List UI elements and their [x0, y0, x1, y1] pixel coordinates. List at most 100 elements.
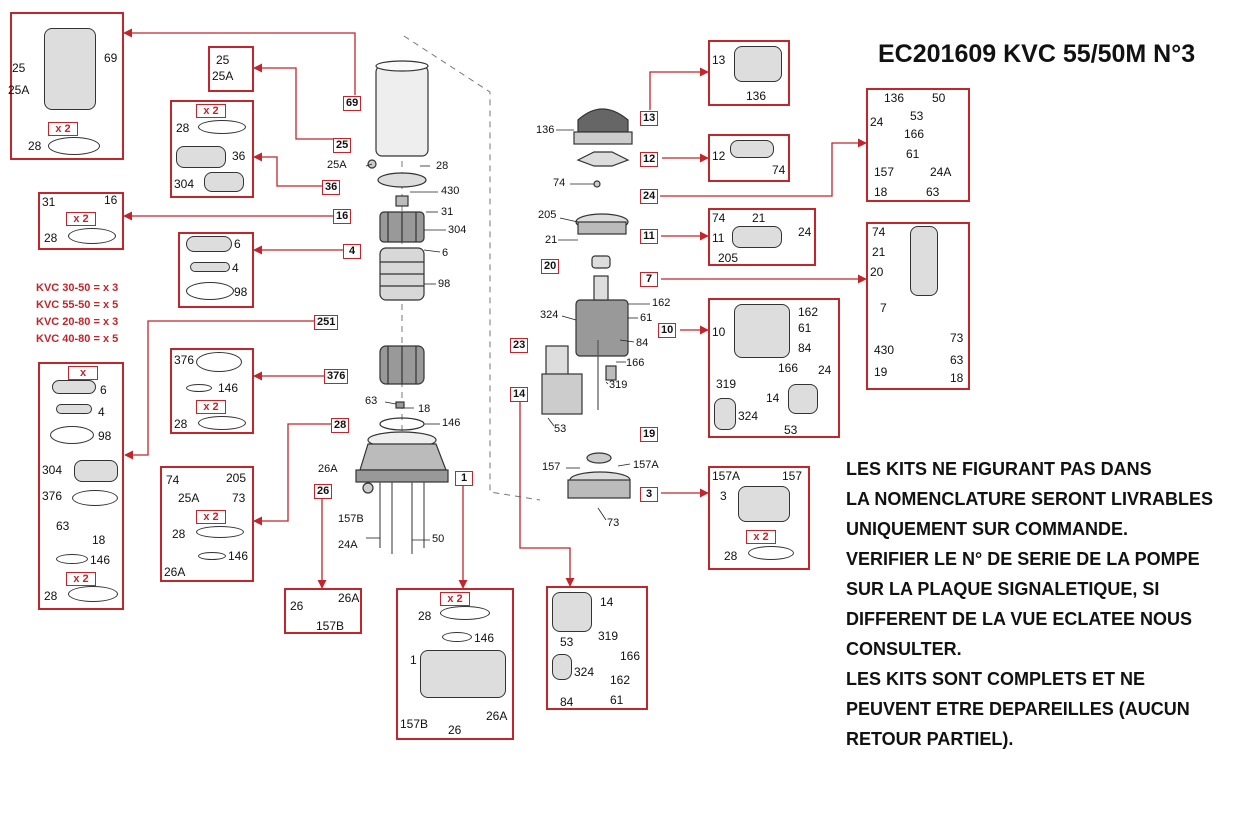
kit-ref-tag[interactable]: 23 — [510, 338, 529, 353]
kit-ref-tag[interactable]: 10 — [658, 323, 677, 338]
part-label: 50 — [432, 533, 445, 545]
part-label: 84 — [636, 337, 649, 349]
part-label: 25A — [8, 83, 30, 97]
kit-ref-tag[interactable]: 26 — [314, 484, 333, 499]
kit-ref-tag[interactable]: 13 — [640, 111, 659, 126]
part-label: 53 — [554, 423, 567, 435]
disc-icon — [56, 404, 92, 414]
lower-diffuser-part — [379, 345, 425, 385]
kit-ref-tag[interactable]: 376 — [324, 369, 349, 384]
part-label: 376 — [174, 353, 195, 367]
kit-ref-tag[interactable]: 14 — [510, 387, 529, 402]
part-label: 18 — [874, 185, 888, 199]
part-label: 26 — [290, 599, 304, 613]
part-label: 28 — [44, 231, 58, 245]
ring-icon — [186, 282, 234, 300]
part-label: 63 — [950, 353, 964, 367]
kit-ref-tag[interactable]: 28 — [331, 418, 350, 433]
part-label: 74 — [712, 211, 726, 225]
ring-icon — [196, 352, 242, 372]
part-label: 146 — [90, 553, 111, 567]
kit-ref-tag[interactable]: 7 — [640, 272, 658, 287]
part-label: 10 — [712, 325, 726, 339]
quantity-badge: x 2 — [48, 122, 78, 136]
part-label: 28 — [418, 609, 432, 623]
part-label: 205 — [718, 251, 739, 265]
part-label: 28 — [724, 549, 738, 563]
part-label: 19 — [874, 365, 888, 379]
stage-variant-label: KVC 55-50 = x 5 — [36, 299, 119, 311]
kit-ref-tag[interactable]: 20 — [541, 259, 560, 274]
part-label: 146 — [228, 549, 249, 563]
part-label: 18 — [418, 403, 431, 415]
fan-part — [576, 151, 630, 167]
part-label: 324 — [574, 665, 595, 679]
part-label: 21 — [545, 234, 558, 246]
part-label: 146 — [474, 631, 495, 645]
part-label: 31 — [42, 195, 56, 209]
part-label: 146 — [218, 381, 239, 395]
stage-stack-part — [379, 247, 425, 301]
part-label: 4 — [232, 261, 239, 275]
kit-ref-tag[interactable]: 69 — [343, 96, 362, 111]
part-label: 430 — [874, 343, 895, 357]
part-label: 166 — [620, 649, 641, 663]
part-label: 1 — [410, 653, 417, 667]
part-label: 11 — [712, 231, 725, 245]
page-title: EC201609 KVC 55/50M N°3 — [878, 40, 1196, 68]
part-label: 63 — [365, 395, 378, 407]
kit-ref-tag[interactable]: 251 — [314, 315, 339, 330]
part-label: 6 — [442, 247, 449, 259]
kit-ref-tag[interactable]: 12 — [640, 152, 659, 167]
part-label: 166 — [904, 127, 925, 141]
fan-cover-icon — [734, 46, 782, 82]
kit-ref-tag[interactable]: 16 — [333, 209, 352, 224]
kit-connectors — [123, 28, 867, 589]
part-label: 136 — [536, 124, 555, 136]
end-shield-part — [575, 213, 629, 235]
oring-icon — [48, 137, 100, 155]
oring-icon — [56, 554, 88, 564]
oring-icon — [442, 632, 472, 642]
note-line: DIFFERENT DE LA VUE ECLATEE NOUS — [846, 609, 1193, 629]
fan-cover-part — [573, 108, 633, 145]
ring-icon — [50, 426, 94, 444]
motor-base-part — [567, 471, 631, 499]
kit-ref-tag[interactable]: 4 — [343, 244, 361, 259]
part-label: 26 — [448, 723, 462, 737]
part-label: 430 — [441, 185, 460, 197]
part-label: 26A — [338, 591, 360, 605]
kit-box-26 — [284, 588, 362, 634]
part-label: 53 — [784, 423, 798, 437]
part-label: 28 — [28, 139, 42, 153]
part-label: 376 — [42, 489, 63, 503]
kit-ref-tag[interactable]: 19 — [640, 427, 659, 442]
part-label: 73 — [950, 331, 964, 345]
part-label: 28 — [176, 121, 190, 135]
quantity-badge: x 2 — [196, 104, 226, 118]
part-label: 28 — [174, 417, 188, 431]
ring-icon — [72, 490, 118, 506]
kit-ref-tag[interactable]: 1 — [455, 471, 473, 486]
kit-ref-tag[interactable]: 25 — [333, 138, 352, 153]
part-label: 6 — [234, 237, 241, 251]
part-label: 74 — [166, 473, 180, 487]
part-label: 98 — [98, 429, 112, 443]
note-line: UNIQUEMENT SUR COMMANDE. — [846, 519, 1128, 539]
part-label: 3 — [720, 489, 727, 503]
kit-ref-tag[interactable]: 24 — [640, 189, 659, 204]
oring-icon — [196, 526, 244, 538]
part-label: 24A — [930, 165, 952, 179]
kit-ref-tag[interactable]: 36 — [322, 180, 341, 195]
part-label: 84 — [560, 695, 574, 709]
part-label: 74 — [772, 163, 786, 177]
part-label: 13 — [712, 53, 726, 67]
part-label: 53 — [910, 109, 924, 123]
kit-ref-tag[interactable]: 3 — [640, 487, 658, 502]
kit-ref-tag[interactable]: 11 — [640, 229, 658, 244]
impeller-icon — [186, 236, 232, 252]
diffuser-part — [379, 211, 425, 243]
part-label: 157A — [712, 469, 741, 483]
fan-icon — [730, 140, 774, 158]
